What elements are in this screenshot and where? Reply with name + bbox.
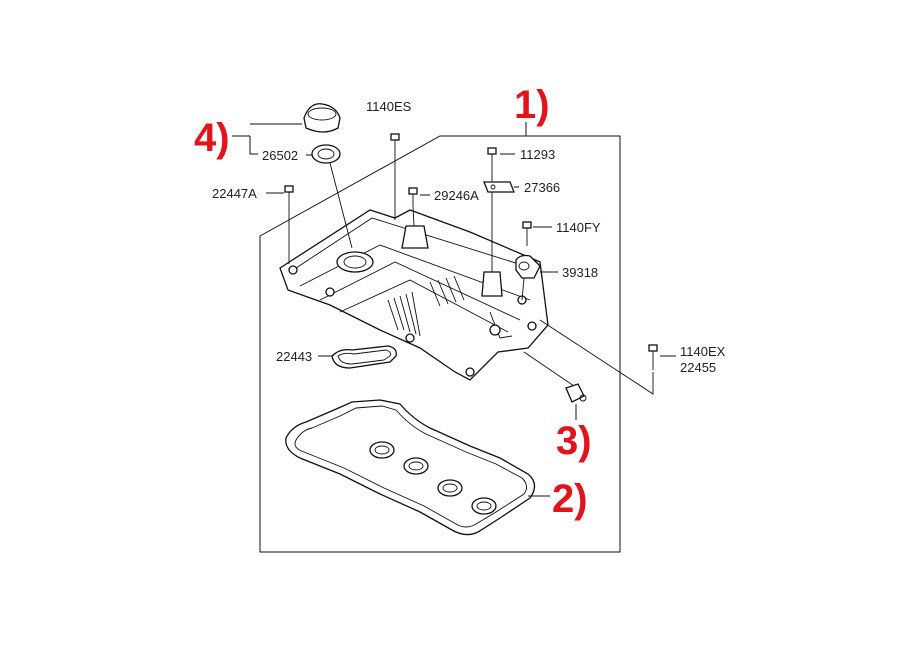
- leader-pcv: [523, 351, 575, 387]
- bolt-1140FY: [522, 221, 532, 246]
- label-29246A: 29246A: [434, 188, 479, 203]
- callout-3: 3): [556, 419, 592, 463]
- label-26502: 26502: [262, 148, 298, 163]
- label-22447A: 22447A: [212, 186, 257, 201]
- label-11293: 11293: [520, 147, 555, 162]
- oil-cap: [303, 103, 341, 133]
- stud-29246A: [408, 187, 418, 227]
- label-39318: 39318: [562, 265, 598, 280]
- sensor-39318: [515, 254, 541, 301]
- bracket-27366: [483, 181, 515, 193]
- callout-1: 1): [514, 83, 550, 127]
- callout-2: 2): [552, 477, 588, 521]
- gasket-22443: [331, 345, 397, 369]
- bolt-1140EX: [648, 344, 658, 370]
- label-1140FY: 1140FY: [556, 220, 601, 235]
- pcv-valve: [565, 383, 587, 403]
- label-27366: 27366: [524, 180, 560, 195]
- leader-lines: [232, 122, 676, 497]
- bolt-1140ES: [390, 133, 400, 220]
- leader-bolt-22455: [539, 319, 654, 395]
- label-22443: 22443: [276, 349, 312, 364]
- cap-gasket: [311, 144, 341, 164]
- label-22455: 22455: [680, 360, 716, 375]
- cover-gasket: [285, 399, 536, 536]
- valve-cover: [279, 209, 549, 381]
- callout-4: 4): [194, 116, 230, 160]
- leader-cap-to-cover: [329, 162, 353, 249]
- bolt-22447A: [284, 185, 294, 264]
- label-1140EX: 1140EX: [680, 344, 726, 359]
- assembly-frame: [259, 135, 621, 553]
- label-1140ES: 1140ES: [366, 99, 412, 114]
